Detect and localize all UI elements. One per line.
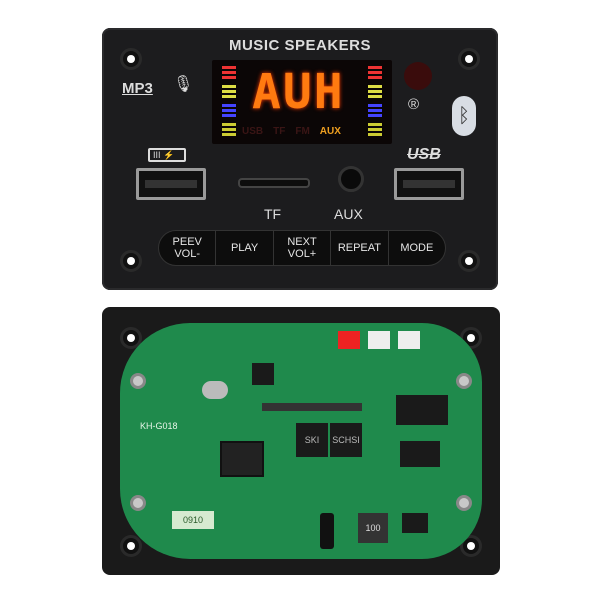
- crystal-oscillator: [202, 381, 228, 399]
- usb-port-right[interactable]: [394, 168, 464, 200]
- tf-card-socket: [220, 441, 264, 477]
- board-label: KH-G018: [140, 421, 178, 431]
- screw-pad: [130, 373, 146, 389]
- indicator-usb: USB: [242, 126, 264, 137]
- chip-ski: SKI: [296, 423, 328, 457]
- level-bars-left: [222, 66, 236, 138]
- play-button[interactable]: PLAY: [216, 231, 274, 265]
- ic-chip: [252, 363, 274, 385]
- aux-jack[interactable]: [338, 166, 364, 192]
- level-bars-right: [368, 66, 382, 138]
- registered-mark: ®: [408, 96, 420, 113]
- panel-title: MUSIC SPEAKERS: [228, 37, 372, 54]
- front-panel: MUSIC SPEAKERS MP3 🎙 AUH USB TF FM AUX ®…: [102, 28, 498, 290]
- screw-pad: [130, 495, 146, 511]
- indicator-fm: FM: [295, 126, 310, 137]
- tf-label: TF: [264, 206, 282, 222]
- screw-pad: [456, 373, 472, 389]
- screw-pad: [456, 495, 472, 511]
- usb-label: USB: [407, 146, 441, 163]
- mount-hole: [458, 48, 480, 70]
- ic-chip: [400, 441, 440, 467]
- aux-label: AUX: [334, 206, 363, 222]
- mount-hole: [120, 535, 142, 557]
- capacitor: [320, 513, 334, 549]
- chip-schsi: SCHSI: [330, 423, 362, 457]
- microphone-icon: 🎙: [173, 76, 194, 93]
- mp3-label: MP3: [122, 80, 153, 97]
- repeat-button[interactable]: REPEAT: [331, 231, 389, 265]
- back-board: KH-G018 SKI SCHSI 100 0910: [102, 307, 500, 575]
- indicator-tf: TF: [273, 126, 286, 137]
- circuit-board: KH-G018 SKI SCHSI 100 0910: [120, 323, 482, 559]
- tf-card-slot[interactable]: [238, 178, 310, 188]
- red-connector: [338, 331, 360, 349]
- display-text: AUH: [252, 64, 345, 120]
- battery-charging-icon: III ⚡: [148, 148, 186, 162]
- mount-hole: [120, 250, 142, 272]
- white-connector: [398, 331, 420, 349]
- mount-hole: [458, 250, 480, 272]
- bluetooth-icon: ᛒ: [452, 96, 476, 136]
- mount-hole: [120, 48, 142, 70]
- white-connector: [368, 331, 390, 349]
- led-display: AUH USB TF FM AUX: [212, 60, 392, 144]
- mount-hole: [120, 327, 142, 349]
- inductor: 100: [358, 513, 388, 543]
- ic-chip: [402, 513, 428, 533]
- ir-receiver-icon: [404, 62, 432, 90]
- usb-port-left[interactable]: [136, 168, 206, 200]
- mode-button[interactable]: MODE: [400, 242, 434, 254]
- mount-hole: [460, 535, 482, 557]
- pin-header: [262, 403, 362, 411]
- ic-chip: [396, 395, 448, 425]
- indicator-aux: AUX: [319, 126, 341, 137]
- sticker: 0910: [172, 511, 214, 529]
